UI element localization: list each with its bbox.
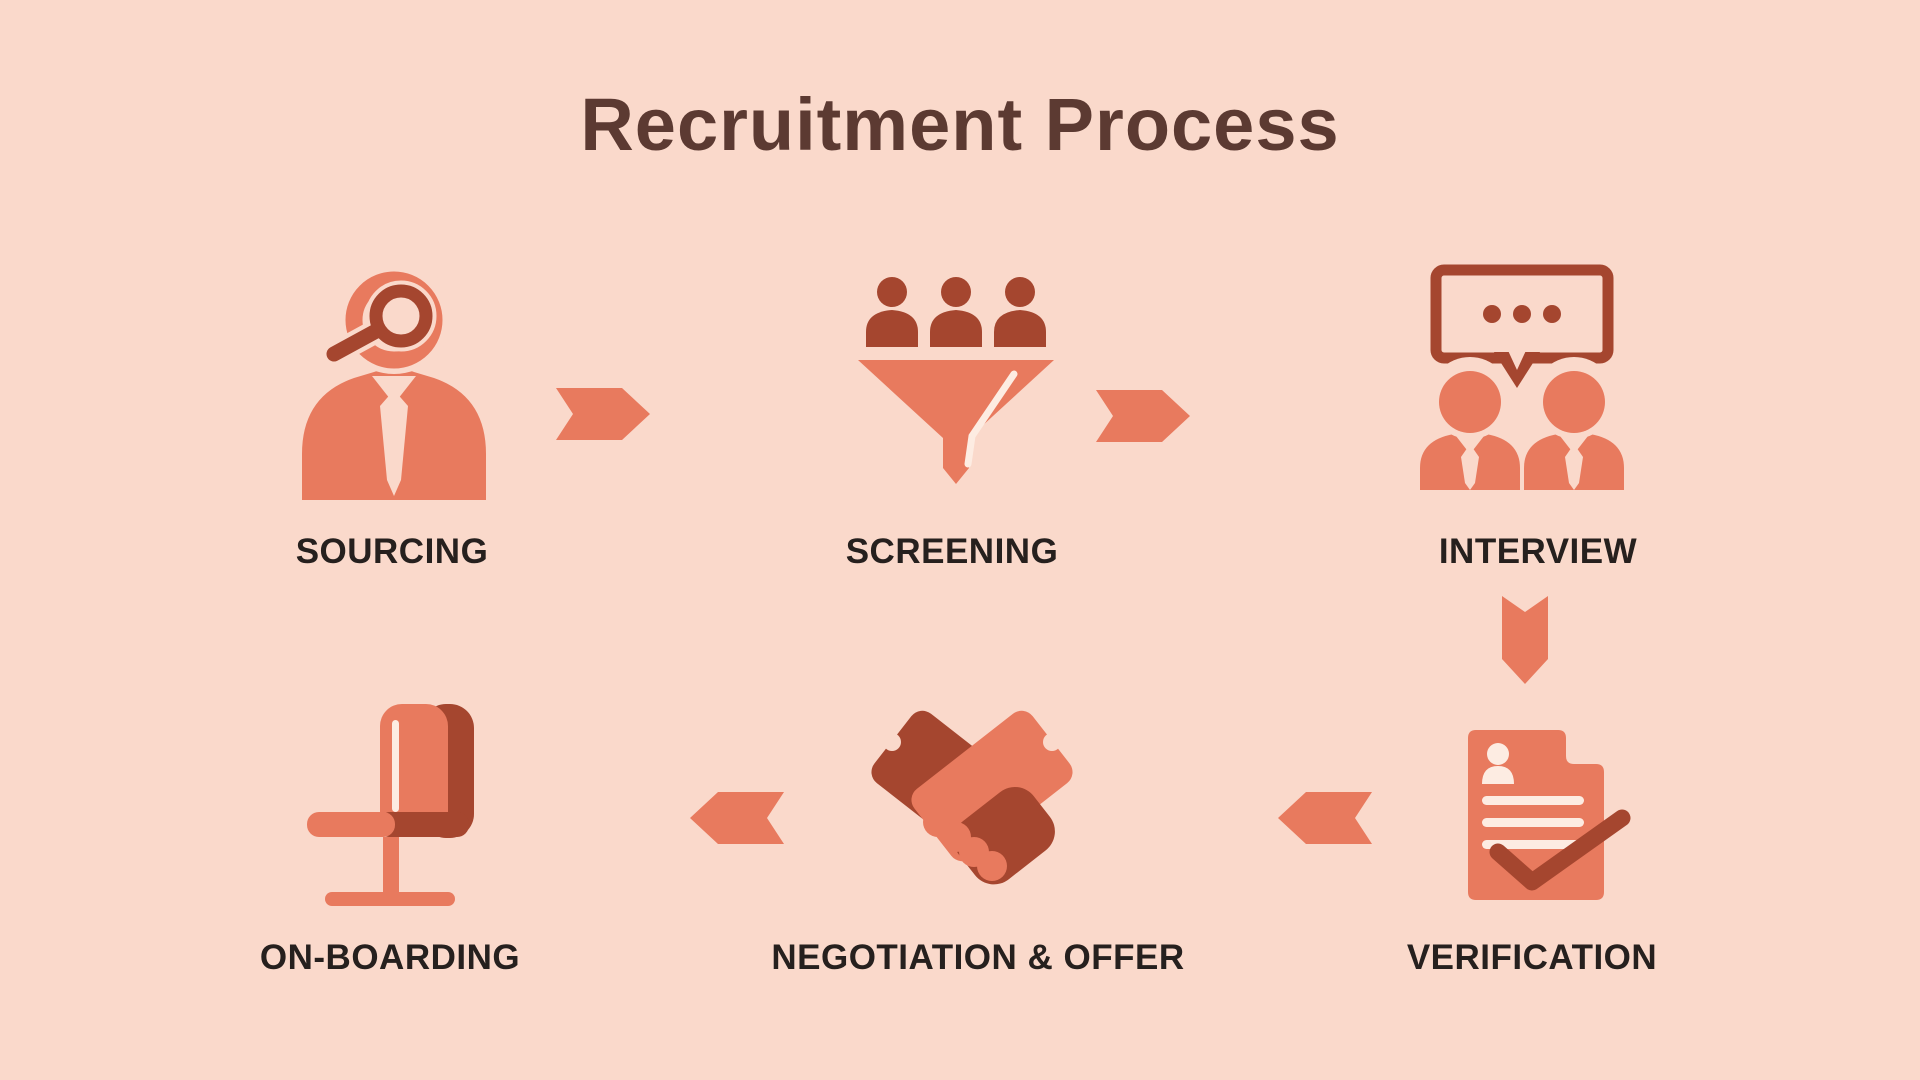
- funnel-candidates-icon: [858, 272, 1054, 494]
- arrow-right-icon: [556, 388, 650, 440]
- people-chat-icon: [1406, 264, 1638, 490]
- step-label-interview: INTERVIEW: [1438, 532, 1638, 571]
- person-magnifier-icon: [288, 268, 500, 500]
- step-label-verification: VERIFICATION: [1406, 938, 1658, 977]
- arrow-down-icon: [1502, 596, 1548, 684]
- arrow-right-icon: [1096, 390, 1190, 442]
- arrow-left-icon: [690, 792, 784, 844]
- handshake-icon: [852, 694, 1092, 899]
- office-chair-icon: [292, 690, 492, 920]
- step-label-sourcing: SOURCING: [295, 532, 489, 571]
- step-label-negotiation: NEGOTIATION & OFFER: [771, 938, 1185, 977]
- step-label-screening: SCREENING: [845, 532, 1059, 571]
- document-check-icon: [1446, 712, 1636, 908]
- step-label-onboarding: ON-BOARDING: [259, 938, 521, 977]
- arrow-left-icon: [1278, 792, 1372, 844]
- page-title: Recruitment Process: [580, 83, 1340, 166]
